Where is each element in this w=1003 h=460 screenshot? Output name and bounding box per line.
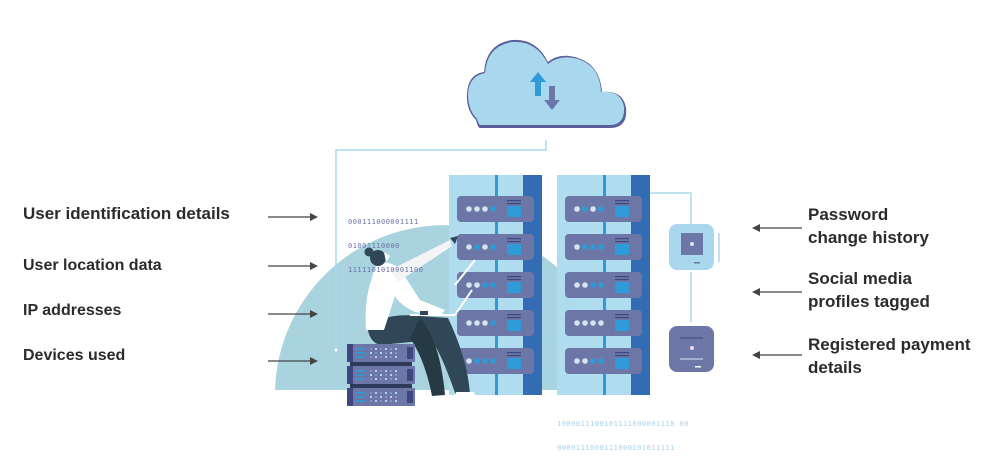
device-icon <box>669 224 714 270</box>
label-payment-details: Registered payment details <box>808 333 998 379</box>
label-line: Social media <box>808 269 912 288</box>
arrow-left-icon <box>752 288 802 296</box>
label-line: Registered payment <box>808 335 971 354</box>
server-unit <box>565 310 642 336</box>
server-unit <box>565 234 642 260</box>
server-unit <box>565 272 642 298</box>
server-rack-icon <box>557 175 650 395</box>
server-stack <box>347 344 415 406</box>
server-unit <box>457 272 534 298</box>
upload-arrow-icon <box>530 72 546 96</box>
server-unit <box>457 310 534 336</box>
binary-code-bottom: 1000011100101111000001110 00 00001110001… <box>557 404 689 460</box>
arrow-left-icon <box>752 224 802 232</box>
server-unit <box>457 348 534 374</box>
server-rack-icon <box>449 175 542 395</box>
data-center-illustration <box>275 39 720 406</box>
binary-line: 1111101010001100 <box>348 266 424 274</box>
server-unit <box>565 348 642 374</box>
arrow-left-icon <box>752 351 802 359</box>
download-arrow-icon <box>544 86 560 110</box>
binary-line: 01001110000 <box>348 242 400 250</box>
label-line: Password <box>808 205 889 224</box>
arrow-right-icon <box>268 213 318 221</box>
server-unit <box>457 234 534 260</box>
server-unit <box>565 196 642 222</box>
label-user-identification: User identification details <box>23 204 230 223</box>
server-unit <box>457 196 534 222</box>
label-social-media: Social media profiles tagged <box>808 267 998 313</box>
label-user-location: User location data <box>23 257 162 274</box>
arrow-right-icon <box>268 357 318 365</box>
server-box <box>347 366 415 388</box>
server-racks <box>449 175 650 395</box>
label-devices-used: Devices used <box>23 347 126 364</box>
label-password-history: Password change history <box>808 203 998 249</box>
label-line: details <box>808 358 862 377</box>
binary-code-top: 000111000001111 01001110000 111110101000… <box>348 202 423 282</box>
person-with-laptop-icon <box>364 236 476 398</box>
server-box <box>347 344 415 366</box>
label-ip-addresses: IP addresses <box>23 302 122 319</box>
connector-lines <box>335 140 720 350</box>
label-line: change history <box>808 228 929 247</box>
arrow-right-icon <box>268 262 318 270</box>
binary-line: 000111000001111 <box>348 218 419 226</box>
payment-terminal-icon <box>669 326 714 372</box>
arrow-right-icon <box>268 310 318 318</box>
binary-line: 1000011100101111000001110 00 <box>557 420 690 428</box>
server-box <box>347 388 415 406</box>
cloud-sync-icon <box>466 39 627 128</box>
binary-line: 0000111000111000101011111 <box>557 444 675 452</box>
label-line: profiles tagged <box>808 292 930 311</box>
